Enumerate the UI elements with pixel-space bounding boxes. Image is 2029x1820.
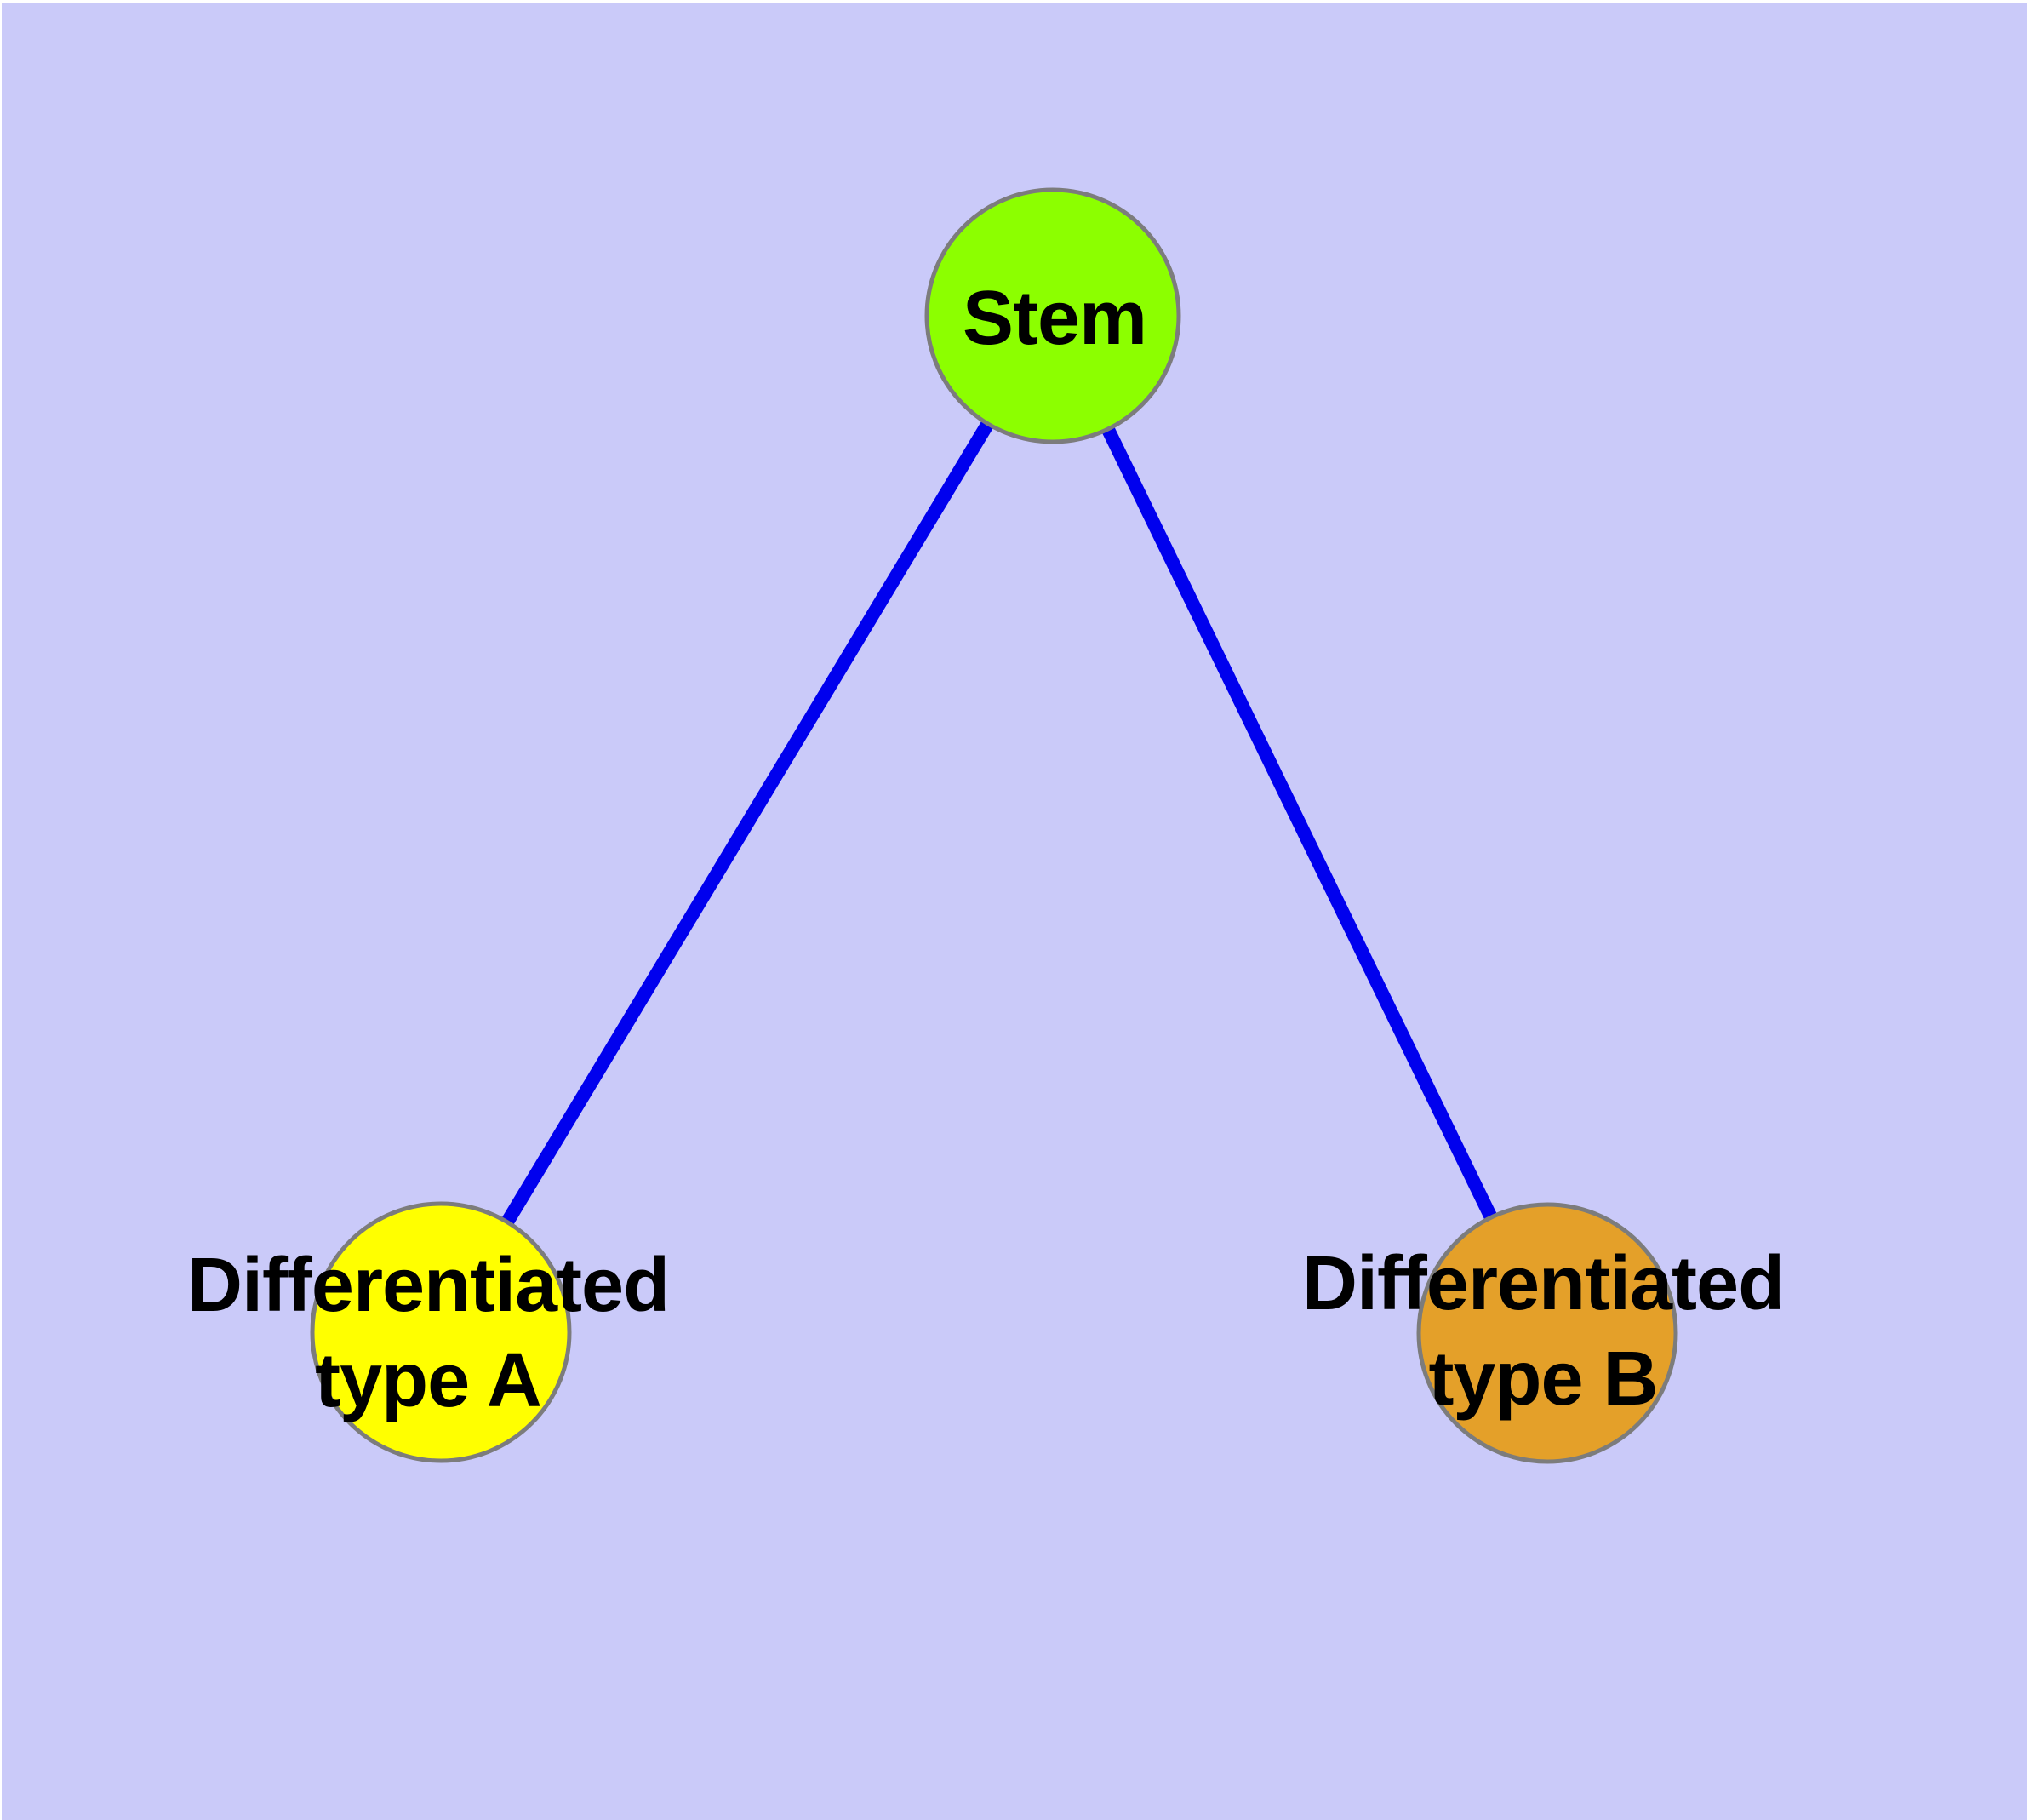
node-label-stem: Stem — [962, 271, 1147, 366]
node-label-type-a: Differentiated type A — [186, 1238, 670, 1428]
label-line: Stem — [962, 276, 1147, 361]
node-type-b — [1416, 1202, 1678, 1464]
label-line: Differentiated — [186, 1243, 670, 1328]
edge-stem-to-type-b — [1046, 312, 1554, 1336]
edge-stem-to-type-a — [435, 312, 1059, 1336]
label-line: type A — [315, 1338, 542, 1423]
node-label-type-b: Differentiated type B — [1301, 1236, 1785, 1427]
node-stem — [924, 187, 1181, 444]
label-line: type B — [1428, 1336, 1658, 1422]
label-line: Differentiated — [1301, 1241, 1785, 1326]
node-type-a — [310, 1201, 572, 1463]
